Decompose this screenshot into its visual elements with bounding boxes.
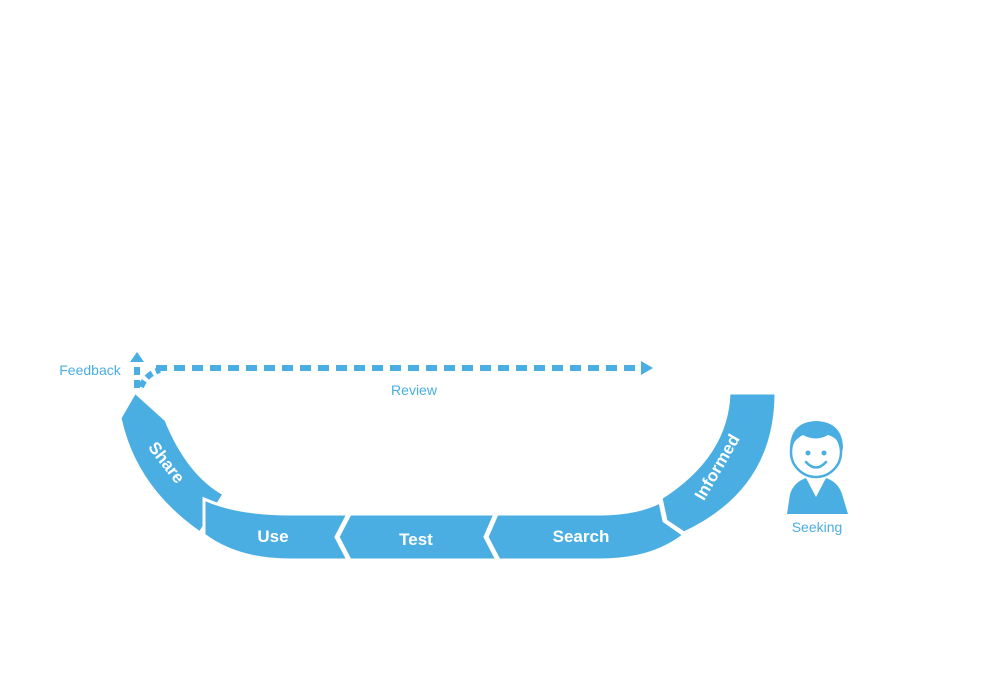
stage-search-segment — [485, 499, 687, 562]
stage-label-search: Search — [553, 527, 610, 546]
review-label: Review — [391, 382, 438, 398]
stage-label-test: Test — [399, 530, 433, 549]
stage-test-segment — [336, 512, 500, 562]
feedback-label: Feedback — [59, 362, 121, 378]
stage-label-use: Use — [257, 527, 288, 546]
person-label: Seeking — [792, 519, 843, 535]
person-icon — [787, 421, 848, 514]
stage-informed-segment — [659, 391, 778, 535]
stage-use-segment — [202, 496, 351, 562]
feedback-arrow — [130, 352, 161, 389]
stage-share-segment — [118, 389, 227, 536]
review-arrow — [156, 361, 653, 375]
